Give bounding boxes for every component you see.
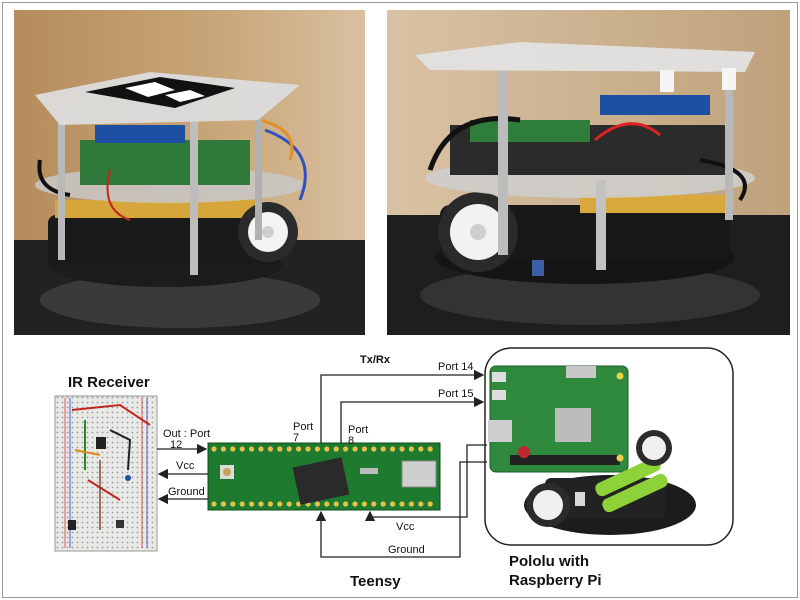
ir-receiver-breadboard <box>54 395 158 552</box>
teensy-pin <box>343 446 349 452</box>
teensy-pin <box>399 501 405 507</box>
teensy-pin <box>277 501 283 507</box>
teensy-pin <box>324 446 330 452</box>
teensy-pin <box>390 501 396 507</box>
teensy-pin <box>249 501 255 507</box>
teensy-pin <box>352 501 358 507</box>
port15-label: Port 15 <box>438 388 473 400</box>
pololu-raspberry-pi <box>484 347 734 546</box>
wire-ground-bottom <box>315 461 487 558</box>
teensy-pin <box>418 501 424 507</box>
robot-photo-side <box>14 10 365 335</box>
teensy-pin <box>380 501 386 507</box>
teensy-pin <box>314 446 320 452</box>
teensy-pin <box>399 446 405 452</box>
teensy-pin <box>267 446 273 452</box>
port7-label-line2: 7 <box>293 432 299 444</box>
teensy-pin <box>408 446 414 452</box>
teensy-pin <box>324 501 330 507</box>
ground-left-label: Ground <box>168 486 205 498</box>
teensy-pins-top <box>211 446 433 452</box>
wire-port8-port15 <box>340 396 485 443</box>
pololu-title-line2: Raspberry Pi <box>509 572 602 589</box>
teensy-pin <box>361 501 367 507</box>
port8-label-line2: 8 <box>348 435 354 447</box>
teensy-pin <box>249 446 255 452</box>
port14-label: Port 14 <box>438 361 473 373</box>
teensy-board <box>207 442 441 511</box>
teensy-title: Teensy <box>350 573 401 590</box>
teensy-pin <box>371 446 377 452</box>
teensy-pin <box>220 446 226 452</box>
teensy-pin <box>211 501 217 507</box>
teensy-pin <box>305 446 311 452</box>
robot-photo-front <box>387 10 790 335</box>
teensy-pin <box>343 501 349 507</box>
teensy-pin <box>296 446 302 452</box>
teensy-pin <box>267 501 273 507</box>
teensy-pin <box>258 446 264 452</box>
teensy-pin <box>361 446 367 452</box>
teensy-pin <box>427 501 433 507</box>
teensy-pin <box>427 446 433 452</box>
teensy-pin <box>239 501 245 507</box>
teensy-pin <box>296 501 302 507</box>
wire-vcc-bottom <box>364 444 487 522</box>
teensy-pin <box>390 446 396 452</box>
teensy-pin <box>286 501 292 507</box>
teensy-pin <box>418 446 424 452</box>
port8-label-line1: Port <box>348 424 368 436</box>
port7-label-line1: Port <box>293 421 313 433</box>
teensy-pin <box>333 501 339 507</box>
wire-port7-port14 <box>320 369 485 443</box>
teensy-pin <box>352 446 358 452</box>
teensy-pin <box>286 446 292 452</box>
txrx-label: Tx/Rx <box>360 354 391 366</box>
teensy-pin <box>380 446 386 452</box>
teensy-pin <box>277 446 283 452</box>
teensy-pin <box>371 501 377 507</box>
connection-lines <box>157 369 487 558</box>
teensy-pin <box>220 501 226 507</box>
ground-bottom-label: Ground <box>388 544 425 556</box>
teensy-pin <box>230 446 236 452</box>
port12-label-line1: Out : Port <box>163 428 210 440</box>
teensy-pin <box>333 446 339 452</box>
ir-receiver-title: IR Receiver <box>68 374 150 391</box>
vcc-bottom-label: Vcc <box>396 521 415 533</box>
teensy-pin <box>239 446 245 452</box>
teensy-pin <box>230 501 236 507</box>
port12-label-line2: 12 <box>170 439 182 451</box>
teensy-pin <box>211 446 217 452</box>
vcc-left-label: Vcc <box>176 460 195 472</box>
teensy-pin <box>408 501 414 507</box>
pololu-title-line1: Pololu with <box>509 553 589 570</box>
teensy-pin <box>314 501 320 507</box>
teensy-pin <box>258 501 264 507</box>
